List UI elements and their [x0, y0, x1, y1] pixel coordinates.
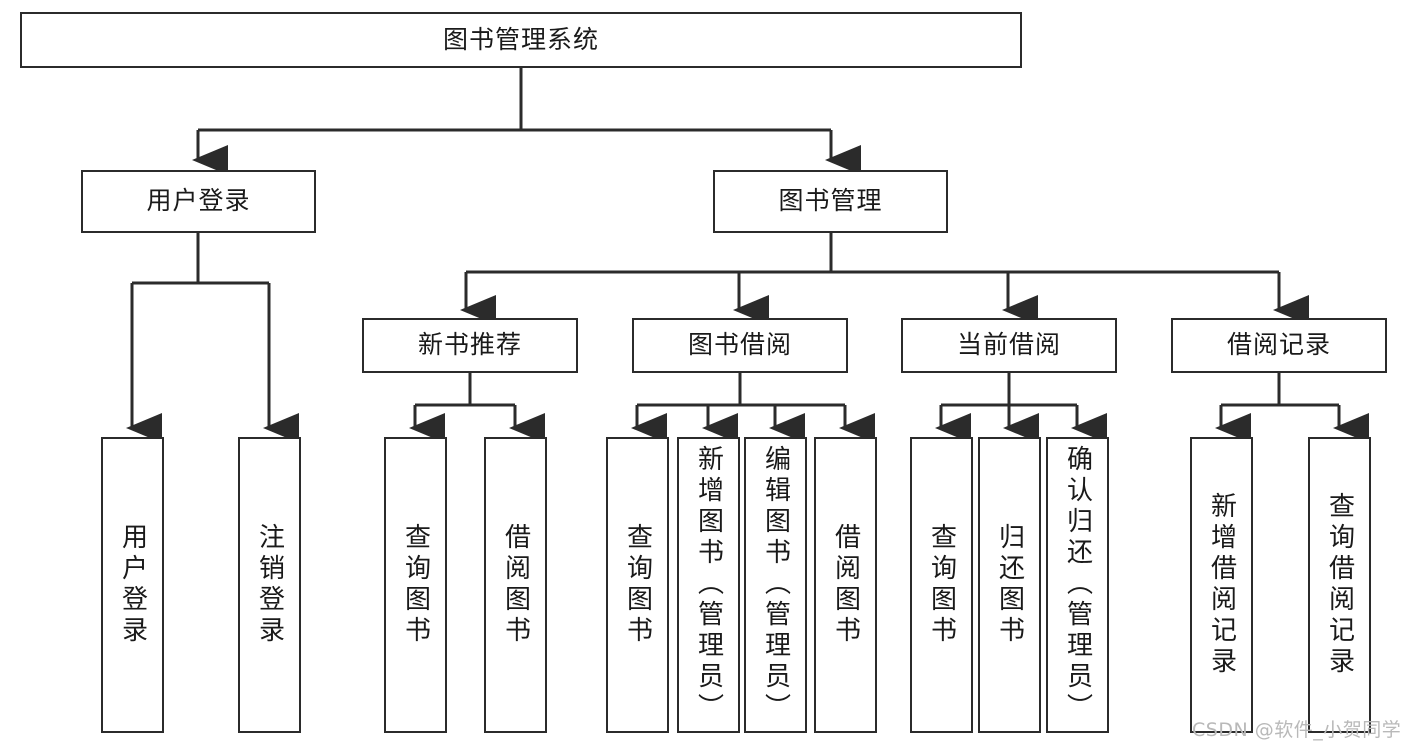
leaf-logout[interactable]: 注销登录: [238, 437, 301, 733]
node-label: 用户登录: [117, 523, 148, 647]
node-label: 图书管理: [778, 186, 883, 216]
node-new-book-recommend[interactable]: 新书推荐: [362, 318, 578, 373]
leaf-add-book-admin[interactable]: 新增图书（管理员）: [677, 437, 740, 733]
node-label: 新书推荐: [417, 330, 522, 360]
node-current-borrow[interactable]: 当前借阅: [901, 318, 1117, 373]
leaf-query-book-recommend[interactable]: 查询图书: [384, 437, 447, 733]
csdn-watermark: CSDN @软件_小贺同学: [1192, 719, 1402, 741]
node-borrow-record[interactable]: 借阅记录: [1171, 318, 1387, 373]
node-book-management[interactable]: 图书管理: [713, 170, 948, 233]
leaf-confirm-return-admin[interactable]: 确认归还（管理员）: [1046, 437, 1109, 733]
leaf-query-book-current[interactable]: 查询图书: [910, 437, 973, 733]
leaf-query-borrow-record[interactable]: 查询借阅记录: [1308, 437, 1371, 733]
leaf-return-book[interactable]: 归还图书: [978, 437, 1041, 733]
node-label: 编辑图书（管理员）: [760, 445, 791, 724]
node-label: 图书借阅: [687, 330, 792, 360]
leaf-edit-book-admin[interactable]: 编辑图书（管理员）: [744, 437, 807, 733]
node-label: 确认归还（管理员）: [1062, 445, 1093, 724]
node-label: 用户登录: [146, 186, 251, 216]
node-label: 借阅图书: [830, 523, 861, 647]
node-label: 归还图书: [994, 523, 1025, 647]
node-root-system[interactable]: 图书管理系统: [20, 12, 1022, 68]
node-label: 查询借阅记录: [1324, 492, 1355, 678]
leaf-query-book-borrow[interactable]: 查询图书: [606, 437, 669, 733]
node-user-login[interactable]: 用户登录: [81, 170, 316, 233]
leaf-add-borrow-record[interactable]: 新增借阅记录: [1190, 437, 1253, 733]
node-label: 注销登录: [254, 523, 285, 647]
node-label: 查询图书: [926, 523, 957, 647]
node-label: 借阅记录: [1226, 330, 1331, 360]
node-label: 图书管理系统: [442, 24, 599, 54]
node-book-borrow[interactable]: 图书借阅: [632, 318, 848, 373]
node-label: 查询图书: [622, 523, 653, 647]
node-label: 当前借阅: [956, 330, 1061, 360]
node-label: 新增图书（管理员）: [693, 445, 724, 724]
node-label: 借阅图书: [500, 523, 531, 647]
node-label: 查询图书: [400, 523, 431, 647]
leaf-borrow-book[interactable]: 借阅图书: [814, 437, 877, 733]
node-label: 新增借阅记录: [1206, 492, 1237, 678]
leaf-borrow-book-recommend[interactable]: 借阅图书: [484, 437, 547, 733]
leaf-user-login[interactable]: 用户登录: [101, 437, 164, 733]
